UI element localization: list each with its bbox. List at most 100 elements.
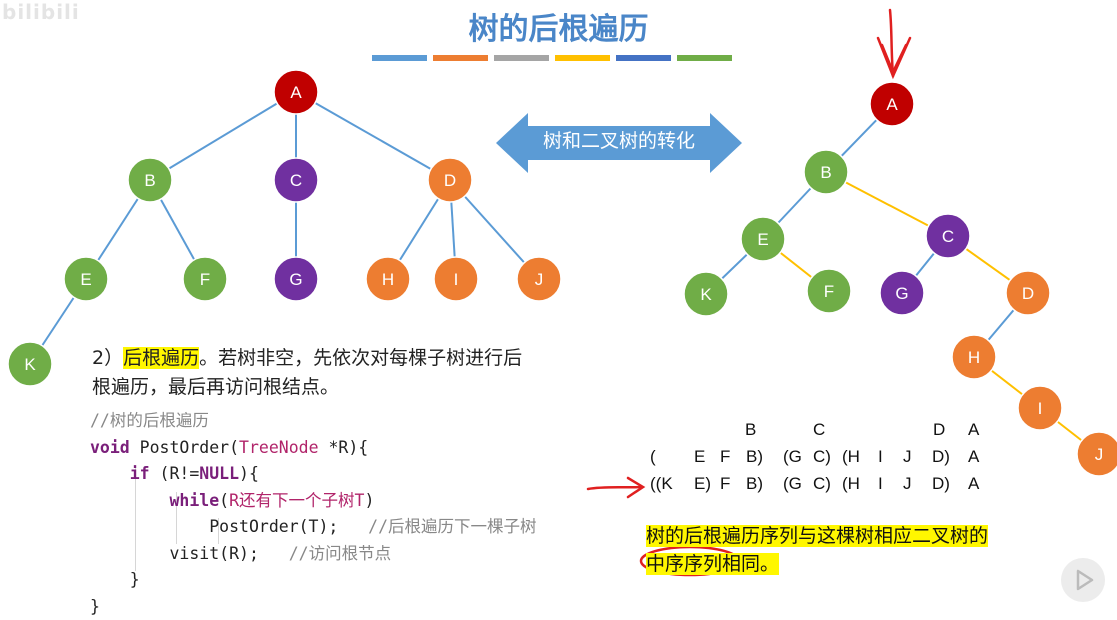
code-block: //树的后根遍历 void PostOrder(TreeNode *R){ if… [90, 408, 537, 620]
code-comment: //访问根节点 [288, 543, 392, 563]
seq-item: D [933, 420, 946, 439]
node-label: C [942, 227, 954, 246]
seq-item: (H [842, 447, 860, 466]
stripe-1 [372, 55, 427, 61]
node-circle [806, 268, 852, 314]
watermark: bilibili [2, 0, 80, 24]
seq-item: A [968, 447, 980, 466]
seq-item: ( [650, 447, 656, 466]
node-circle [273, 69, 319, 115]
tree-node-j: J [516, 256, 562, 302]
code-keyword: void [90, 437, 130, 457]
tree-node-i: I [433, 256, 479, 302]
conclusion-term: 中序序列 [646, 553, 723, 575]
node-label: D [1022, 284, 1034, 303]
node-circle [1005, 270, 1051, 316]
node-circle [683, 271, 729, 317]
node-label: G [895, 284, 908, 303]
code-text: } [129, 570, 140, 589]
binary-tree-node-c: C [925, 213, 971, 259]
binary-tree-node-e: E [740, 216, 786, 262]
play-icon [1076, 569, 1094, 591]
node-label: K [700, 285, 712, 304]
seq-item: D) [932, 474, 950, 493]
indent-guide [176, 492, 177, 544]
play-button[interactable] [1061, 558, 1105, 602]
binary-tree-node-j: J [1076, 431, 1117, 477]
code-keyword: if [129, 464, 150, 483]
stripe-5 [616, 55, 671, 61]
tree-node-c: C [273, 157, 319, 203]
page-title: 树的后根遍历 [468, 12, 649, 47]
binary-tree-node-g: G [879, 270, 925, 316]
code-null: NULL [199, 464, 240, 483]
code-comment: //后根遍历下一棵子树 [368, 517, 537, 536]
node-label: B [144, 171, 155, 190]
conclusion-line-2: 相同。 [722, 553, 780, 575]
node-label: A [886, 95, 898, 114]
node-label: D [444, 171, 456, 190]
node-label: E [80, 270, 91, 289]
seq-item: (G [783, 447, 802, 466]
conclusion-line-1: 树的后根遍历序列与这棵树相应二叉树的 [646, 525, 989, 547]
node-circle [273, 256, 319, 302]
binary-tree-node-f: F [806, 268, 852, 314]
binary-tree-node-d: D [1005, 270, 1051, 316]
binary-tree-node-k: K [683, 271, 729, 317]
tree-node-g: G [273, 256, 319, 302]
definition-text: 2）后根遍历。若树非空，先依次对每棵子树进行后根遍历，最后再访问根结点。 [92, 344, 532, 402]
seq-item: D) [932, 447, 950, 466]
tree-node-h: H [365, 256, 411, 302]
stripe-2 [433, 55, 488, 61]
stripe-6 [677, 55, 732, 61]
tree-node-k: K [7, 341, 53, 387]
tree-edge [149, 91, 297, 181]
code-text: ) [364, 490, 375, 510]
tree-node-e: E [63, 256, 109, 302]
banner-label: 树和二叉树的转化 [542, 130, 695, 152]
binary-tree-node-a: A [869, 81, 915, 127]
code-keyword: while [169, 490, 220, 510]
node-circle [63, 256, 109, 302]
seq-item: B) [746, 447, 763, 466]
node-label: J [535, 270, 544, 289]
node-circle [1076, 431, 1117, 477]
node-label: I [454, 270, 459, 289]
seq-item: J [903, 474, 912, 493]
tree-node-a: A [273, 69, 319, 115]
seq-item: A [968, 420, 980, 439]
definition-number: 2） [92, 347, 124, 369]
indent-guide [218, 518, 219, 544]
code-text: *R){ [318, 437, 369, 457]
code-type: TreeNode [239, 437, 319, 457]
code-comment: //树的后根遍历 [90, 411, 209, 430]
red-pointer-arrow-top [876, 8, 912, 80]
code-condition: R还有下一个子树T [229, 490, 365, 510]
node-circle [869, 81, 915, 127]
node-label: K [24, 355, 36, 374]
code-text: PostOrder( [129, 437, 240, 457]
tree-node-f: F [182, 256, 228, 302]
node-circle [1017, 385, 1063, 431]
node-circle [951, 334, 997, 380]
node-circle [427, 157, 473, 203]
node-label: C [290, 171, 302, 190]
seq-item: F [720, 474, 731, 493]
code-text: visit(R); [169, 543, 259, 563]
seq-item: B [745, 420, 757, 439]
seq-item: E [694, 447, 706, 466]
node-label: H [382, 270, 394, 289]
node-label: F [200, 270, 210, 289]
stripe-4 [555, 55, 610, 61]
seq-item: J [903, 447, 912, 466]
code-text: } [90, 596, 100, 616]
tree-node-b: B [127, 157, 173, 203]
node-circle [879, 270, 925, 316]
binary-tree-node-i: I [1017, 385, 1063, 431]
node-label: G [289, 270, 302, 289]
node-circle [7, 341, 53, 387]
seq-item: E) [694, 474, 711, 493]
seq-item: I [878, 474, 883, 493]
